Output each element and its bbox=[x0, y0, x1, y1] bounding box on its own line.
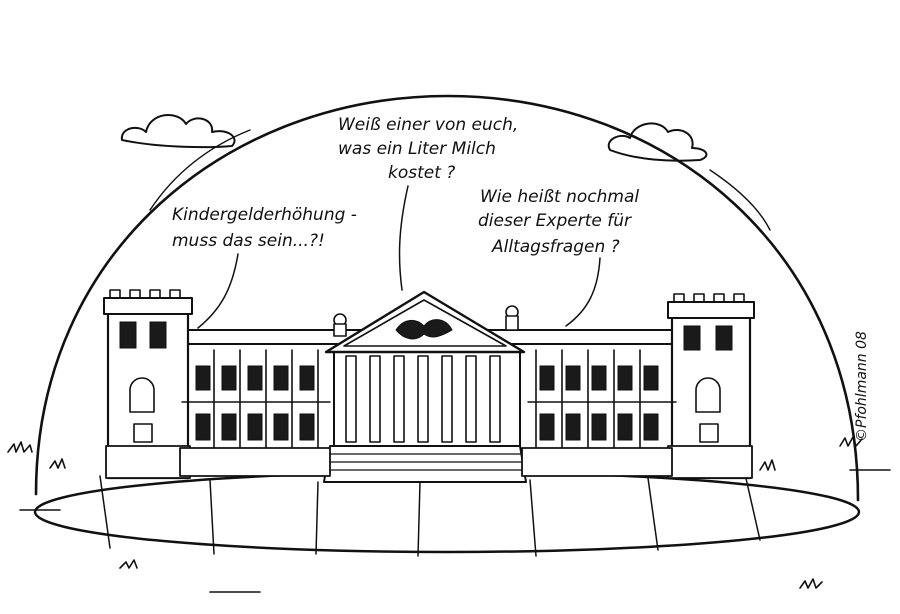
cloud-left bbox=[120, 113, 236, 149]
front-steps bbox=[323, 445, 527, 483]
speech-bubble-right: Wie heißt nochmal dieser Experte für All… bbox=[478, 187, 639, 257]
speech-pointers bbox=[197, 185, 601, 329]
speech-center-line-2: was ein Liter Milch bbox=[338, 139, 496, 159]
speech-center-line-3: kostet ? bbox=[388, 163, 455, 183]
speech-bubble-center: Weiß einer von euch, was ein Liter Milch… bbox=[338, 115, 518, 183]
speech-left-line-2: muss das sein...?! bbox=[172, 231, 325, 251]
dome-base bbox=[33, 470, 861, 557]
left-tower bbox=[103, 289, 193, 480]
speech-bubble-left: Kindergelderhöhung - muss das sein...?! bbox=[172, 205, 357, 251]
dome-reflection-right bbox=[709, 169, 771, 231]
right-tower bbox=[667, 293, 755, 480]
reichstag-building bbox=[103, 289, 755, 483]
right-wing-windows bbox=[527, 349, 677, 449]
speech-right-line-1: Wie heißt nochmal bbox=[480, 187, 639, 207]
glass-dome bbox=[34, 94, 860, 502]
left-wing-windows bbox=[181, 349, 331, 449]
dome-reflection-left bbox=[149, 129, 251, 211]
artist-signature: ©Pfohlmann 08 bbox=[854, 331, 870, 442]
speech-right-line-2: dieser Experte für bbox=[478, 211, 632, 231]
speech-right-line-3: Alltagsfragen ? bbox=[491, 237, 620, 257]
cloud-right bbox=[607, 122, 708, 162]
portico bbox=[324, 290, 526, 447]
speech-left-line-1: Kindergelderhöhung - bbox=[172, 205, 357, 225]
speech-center-line-1: Weiß einer von euch, bbox=[338, 115, 518, 135]
